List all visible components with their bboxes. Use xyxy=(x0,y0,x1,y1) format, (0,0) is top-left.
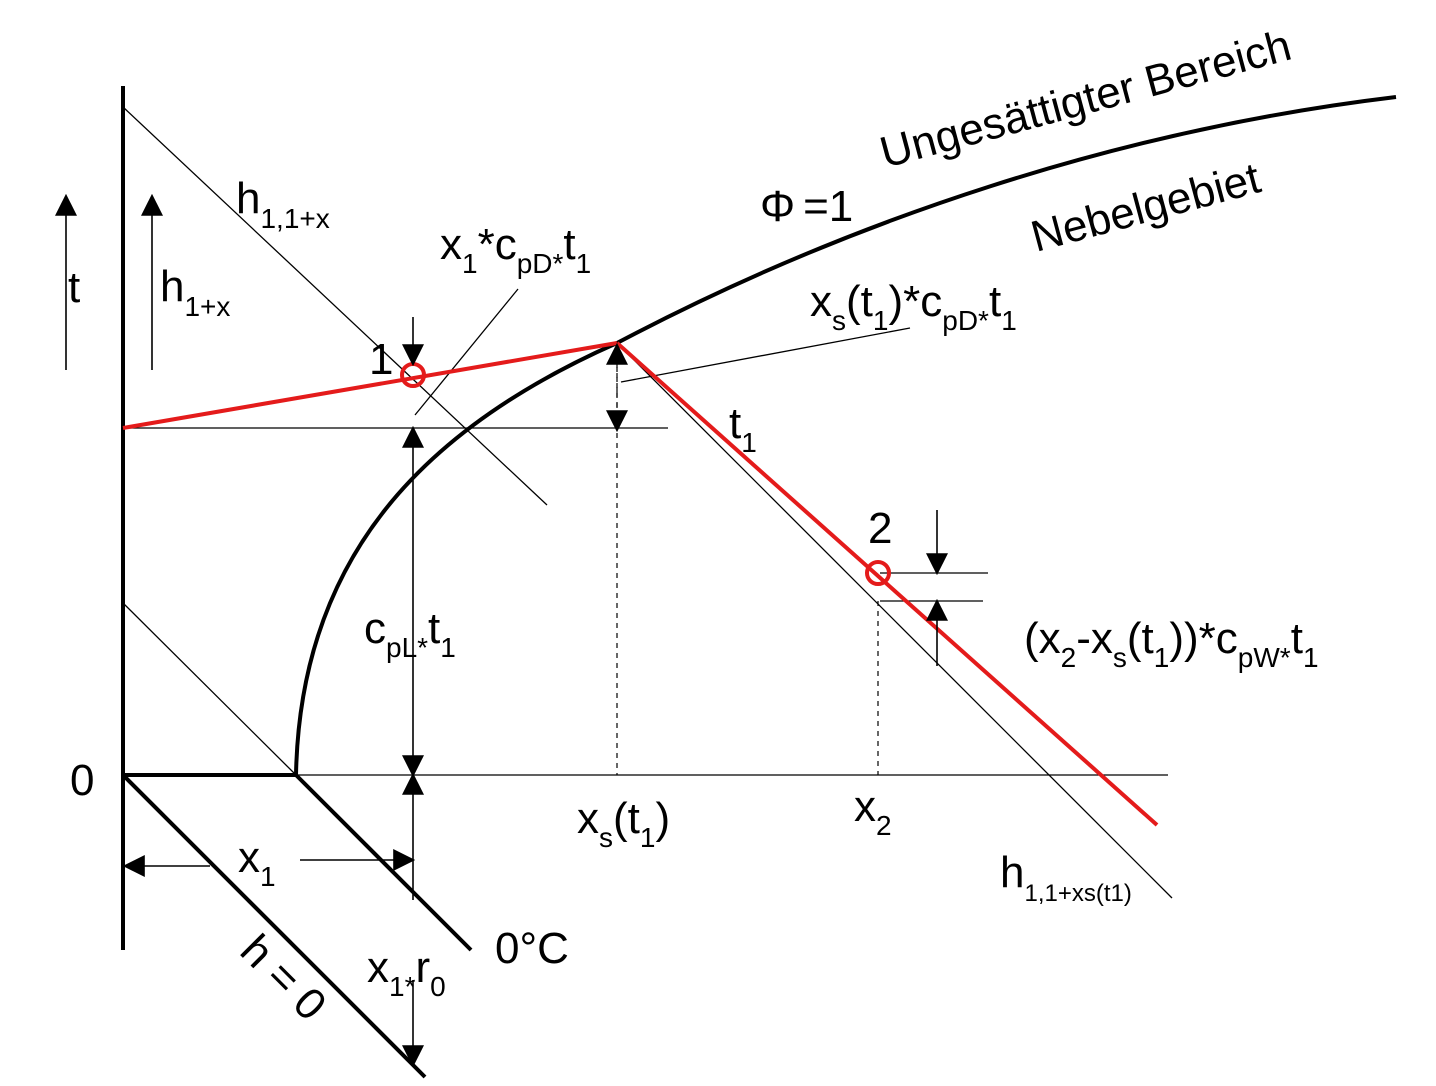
label-point-2: 2 xyxy=(868,504,892,553)
enthalpy-line-h11xs xyxy=(616,342,1173,899)
x1r0-a: x xyxy=(367,943,389,992)
x1r0-a-sub: 1* xyxy=(389,971,416,1002)
label-x1-r0: x1*r0 xyxy=(367,943,446,1002)
x2xs-a-sub: 2 xyxy=(1061,642,1077,673)
xscpD-a-sub: s xyxy=(832,305,846,336)
h11xs-main: h xyxy=(1000,848,1024,897)
label-x1: x1 xyxy=(238,833,276,892)
label-zero-celsius: 0°C xyxy=(495,924,569,973)
xst1-b-sub: 1 xyxy=(640,822,656,853)
xst1-c: ) xyxy=(655,794,670,843)
leader-x1cpD xyxy=(414,288,519,416)
h1x-main: h xyxy=(160,262,184,311)
x2-main: x xyxy=(854,782,876,831)
x2xs-e-sub: 1 xyxy=(1303,642,1319,673)
xst1-a-sub: s xyxy=(599,822,613,853)
x1cpD-c: t xyxy=(563,220,575,269)
phi-symbol: Φ xyxy=(760,182,795,231)
x1cpD-b: *c xyxy=(478,220,517,269)
leader-xscpD xyxy=(620,327,911,383)
x2xs-c-sub: 1 xyxy=(1154,642,1170,673)
xscpD-c: )*c xyxy=(888,277,942,326)
label-x2: x2 xyxy=(854,782,892,841)
h1x-sub: 1+x xyxy=(184,291,230,322)
x2xs-d: ))*c xyxy=(1169,614,1237,663)
label-unsaturated-region: Ungesättigter Bereich xyxy=(875,21,1296,178)
label-zero: 0 xyxy=(70,756,94,805)
zero-celsius-isotherm xyxy=(294,773,473,952)
label-xs-cpD-t1: xs(t1)*cpD*t1 xyxy=(810,277,1017,336)
label-h11xs: h1,1+xs(t1) xyxy=(1000,848,1132,907)
x1cpD-c-sub: 1 xyxy=(576,248,592,279)
state-point-2 xyxy=(865,560,891,586)
x1cpD-a-sub: 1 xyxy=(462,248,478,279)
h11xs-sub: 1,1+xs(t1) xyxy=(1024,880,1131,907)
phi-value: =1 xyxy=(803,182,853,231)
label-t1: t1 xyxy=(729,399,757,458)
label-t-axis: t xyxy=(68,263,80,312)
xscpD-d: t xyxy=(989,277,1001,326)
x1r0-b-sub: 0 xyxy=(430,971,446,1002)
x1-main: x xyxy=(238,833,260,882)
x1cpD-b-sub: pD* xyxy=(517,248,564,279)
process-line-unsaturated xyxy=(122,341,618,430)
x1r0-b: r xyxy=(415,943,430,992)
xscpD-b: (t xyxy=(846,277,873,326)
h-zero-line xyxy=(121,773,427,1079)
cpL-a: c xyxy=(364,604,386,653)
saturation-curve xyxy=(294,95,1397,776)
t1-main: t xyxy=(729,399,741,448)
x1cpD-a: x xyxy=(440,220,462,269)
label-point-1: 1 xyxy=(369,335,393,384)
x2xs-b-sub: s xyxy=(1113,642,1127,673)
xscpD-c-sub: pD* xyxy=(942,305,989,336)
x2-sub: 2 xyxy=(876,810,892,841)
label-fog-region: Nebelgebiet xyxy=(1026,154,1266,262)
enthalpy-line-lower xyxy=(122,602,297,776)
x1-sub: 1 xyxy=(260,861,276,892)
xst1-b: (t xyxy=(613,794,640,843)
label-h1x: h1+x xyxy=(160,262,230,322)
xscpD-b-sub: 1 xyxy=(873,305,889,336)
x2xs-a: (x xyxy=(1024,614,1061,663)
label-xs-t1: xs(t1) xyxy=(577,794,670,853)
label-phi: Φ=1 xyxy=(760,182,853,231)
label-h11x: h1,1+x xyxy=(236,174,330,234)
x2xs-d-sub: pW* xyxy=(1238,642,1291,673)
label-h-zero: h = 0 xyxy=(231,925,336,1030)
label-x2-minus-xs: (x2-xs(t1))*cpW*t1 xyxy=(1024,614,1319,673)
h11x-sub: 1,1+x xyxy=(260,203,329,234)
xst1-a: x xyxy=(577,794,599,843)
xscpD-d-sub: 1 xyxy=(1001,305,1017,336)
x2xs-b: -x xyxy=(1076,614,1113,663)
cpL-b-sub: 1 xyxy=(440,632,456,663)
label-x1-cpD-t1: x1*cpD*t1 xyxy=(440,220,591,279)
xscpD-a: x xyxy=(810,277,832,326)
x2xs-e: t xyxy=(1291,614,1303,663)
h11x-main: h xyxy=(236,174,260,223)
t1-sub: 1 xyxy=(741,427,757,458)
cpL-b: t xyxy=(428,604,440,653)
x2xs-c: (t xyxy=(1127,614,1154,663)
process-line-fog-isotherm xyxy=(615,341,1159,827)
label-cpL-t1: cpL*t1 xyxy=(364,604,456,663)
cpL-a-sub: pL* xyxy=(386,632,428,663)
enthalpy-line-h11x xyxy=(122,106,548,506)
